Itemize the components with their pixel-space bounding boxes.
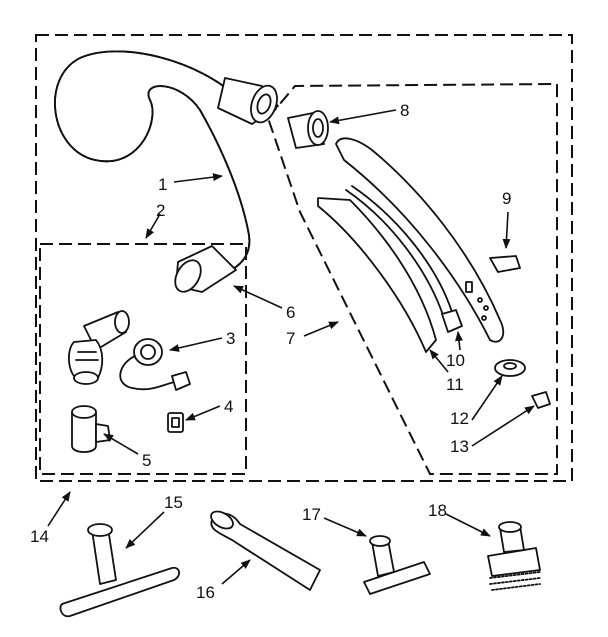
handle-assembly-part xyxy=(317,137,505,353)
hose-part xyxy=(54,50,279,293)
callout-2: 2 xyxy=(156,201,165,220)
callout-13: 13 xyxy=(450,437,469,456)
callout-5: 5 xyxy=(142,451,151,470)
callout-4: 4 xyxy=(224,397,233,416)
callout-14: 14 xyxy=(30,527,49,546)
callout-6: 6 xyxy=(286,303,295,322)
upholstery-tool-part xyxy=(363,535,431,595)
callout-10: 10 xyxy=(446,351,465,370)
swivel-elbow-part xyxy=(68,310,130,385)
callout-7: 7 xyxy=(286,329,295,348)
assembly-box-hose-end xyxy=(39,243,247,475)
callout-16: 16 xyxy=(196,583,215,602)
callout-8: 8 xyxy=(400,101,409,120)
callout-9: 9 xyxy=(502,189,511,208)
callout-3: 3 xyxy=(226,329,235,348)
callout-15: 15 xyxy=(164,493,183,512)
leader-lines xyxy=(47,109,535,585)
callout-17: 17 xyxy=(302,505,321,524)
floor-tool-part xyxy=(59,523,180,618)
button-part xyxy=(494,359,526,377)
cord-assembly-part xyxy=(119,338,191,391)
crevice-tool-part xyxy=(210,510,321,591)
callout-11: 11 xyxy=(446,375,464,394)
coupling-part xyxy=(287,110,329,149)
assembly-box-handle xyxy=(266,82,558,475)
callout-1: 1 xyxy=(158,175,167,194)
connector-part xyxy=(71,405,111,453)
callout-18: 18 xyxy=(428,501,447,520)
assembly-box-outer xyxy=(35,34,573,482)
latch-part xyxy=(489,255,521,273)
dusting-brush-part xyxy=(487,521,541,591)
switch-part xyxy=(531,391,551,409)
clip-part xyxy=(167,412,184,433)
callout-12: 12 xyxy=(450,409,469,428)
